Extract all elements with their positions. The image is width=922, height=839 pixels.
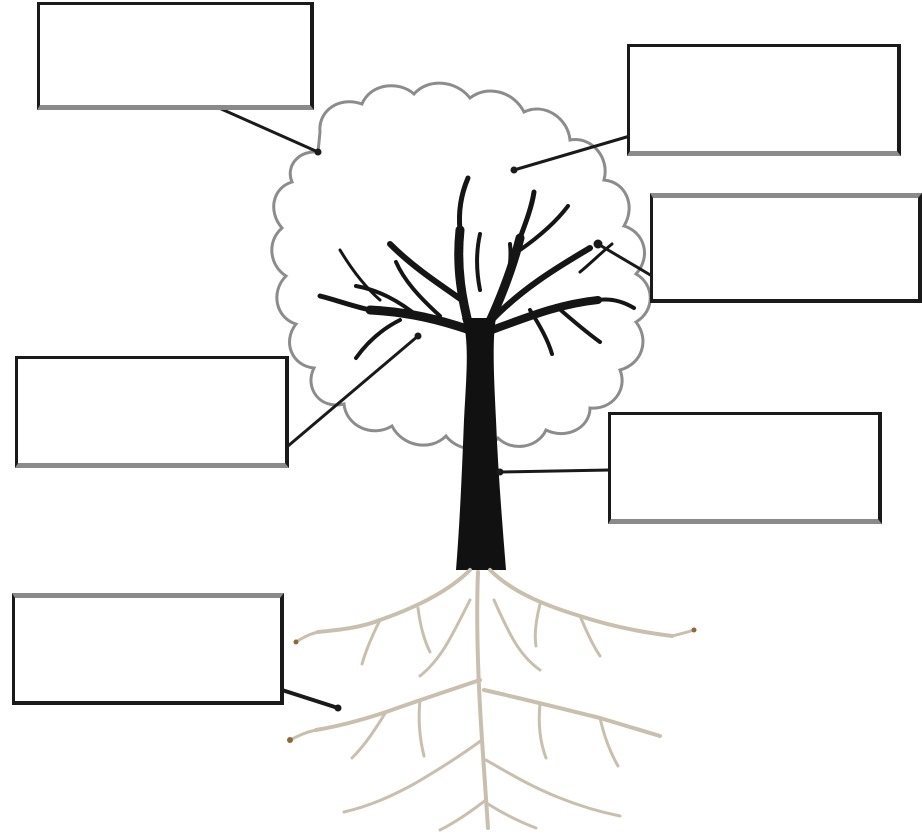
root-tips — [287, 628, 697, 744]
label-box-trunk[interactable] — [608, 412, 882, 524]
label-box-crown[interactable] — [627, 44, 901, 156]
pointer-trunk — [500, 470, 610, 472]
label-box-leaves[interactable] — [37, 2, 314, 110]
pointer-leaves — [210, 104, 318, 152]
roots — [290, 570, 694, 830]
label-box-roots[interactable] — [12, 593, 284, 705]
pointer-roots — [282, 690, 338, 708]
label-box-twig[interactable] — [650, 193, 922, 303]
label-box-branch[interactable] — [15, 356, 289, 468]
